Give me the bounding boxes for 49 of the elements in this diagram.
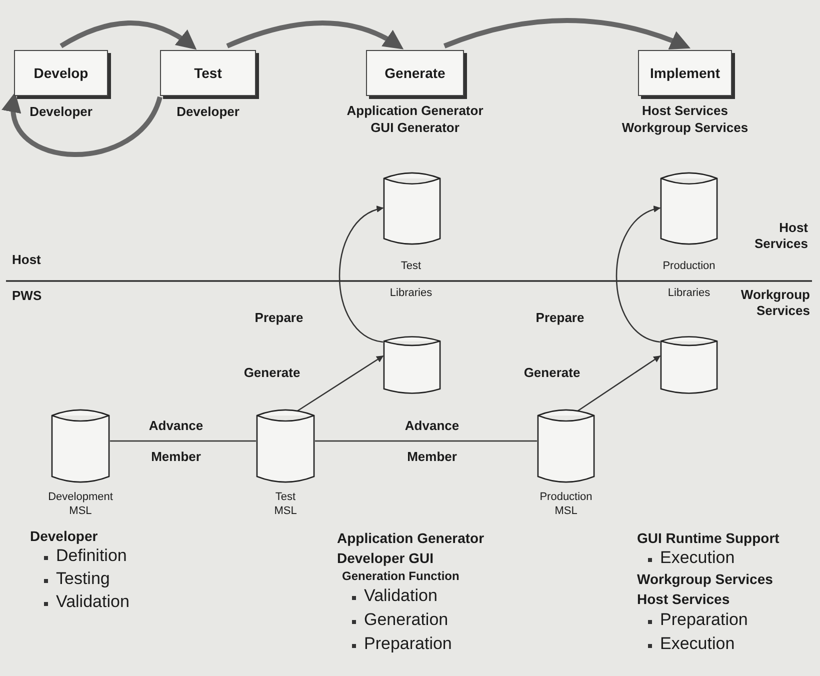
library-label: Test [400, 260, 422, 274]
edge-label: Advance Member [404, 417, 460, 466]
list-item: Validation [364, 586, 438, 606]
list-item: Definition [56, 546, 127, 566]
arrow [60, 20, 197, 50]
library-label: Libraries [668, 287, 710, 300]
role-heading: Developer GUI [337, 550, 434, 567]
connector-line [110, 440, 256, 442]
role-caption: Host Services [642, 103, 728, 120]
arrow [577, 355, 661, 412]
arrow [338, 206, 384, 343]
edge-label: Prepare [536, 310, 584, 326]
edge-label: Generate [524, 365, 580, 381]
role-caption: Developer [30, 104, 92, 120]
role-heading: Application Generator [337, 530, 484, 547]
list-item: Validation [56, 592, 130, 612]
arrow [616, 206, 661, 343]
list-item: Testing [56, 569, 110, 590]
role-caption: Production MSL [540, 491, 592, 518]
arrow [444, 18, 691, 50]
list-item: Execution [660, 548, 735, 568]
arrow [4, 92, 162, 157]
edge-label: Prepare [254, 310, 304, 326]
services-label: Workgroup Services [740, 287, 810, 318]
role-caption: Workgroup Services [622, 120, 748, 137]
role-heading: Workgroup Services [637, 571, 773, 588]
edge-label: Advance Member [148, 417, 204, 466]
role-caption: Application Generator [346, 103, 484, 120]
edge-label: Generate [244, 365, 300, 381]
arrow [226, 20, 404, 50]
library-label: Production [662, 260, 716, 274]
zone-label: Host [12, 252, 41, 268]
function-heading: Generation Function [342, 569, 460, 584]
arrow [296, 355, 384, 412]
role-caption: Development MSL [48, 491, 113, 518]
list-item: Preparation [364, 634, 452, 654]
list-item: Generation [364, 610, 448, 630]
list-item: Preparation [660, 610, 748, 630]
role-caption: GUI Generator [370, 120, 460, 137]
role-caption: Developer [176, 104, 240, 120]
connector-line [315, 440, 537, 442]
library-label: Libraries [390, 287, 432, 300]
role-heading: Host Services [637, 591, 730, 608]
role-caption: Test MSL [274, 491, 297, 518]
list-item: Execution [660, 634, 735, 654]
services-label: Host Services [754, 220, 808, 252]
role-heading: GUI Runtime Support [637, 530, 780, 547]
role-heading: Developer [30, 528, 98, 545]
zone-label: PWS [12, 288, 42, 304]
